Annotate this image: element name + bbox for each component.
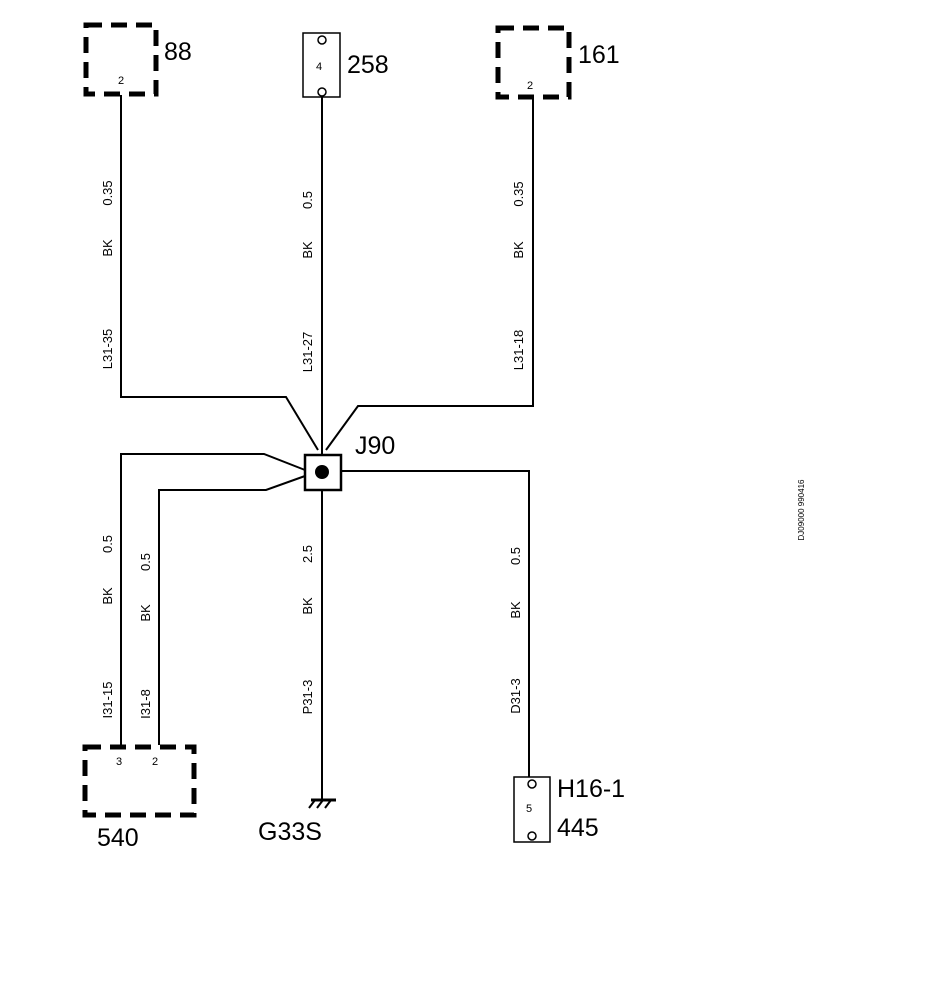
connector-258[interactable]: 4 258 xyxy=(302,32,389,98)
connector-88-label: 88 xyxy=(164,38,192,66)
connector-540-pin-3: 3 xyxy=(116,756,122,768)
connector-161-label: 161 xyxy=(578,41,620,69)
connector-445-pin: 5 xyxy=(526,803,532,815)
wire-i31-8[interactable] xyxy=(158,475,306,745)
terminal-circle xyxy=(527,779,537,789)
wire-color-label: BK xyxy=(100,587,115,605)
wire-size-label: 0.5 xyxy=(300,191,315,209)
wire-color-label: BK xyxy=(508,601,523,619)
connector-88-pin: 2 xyxy=(118,75,124,87)
wire-labels: 0.35 BK L31-35 0.5 BK L31-27 0.35 BK L31… xyxy=(100,180,526,718)
terminal-circle xyxy=(317,35,327,45)
connector-161-box xyxy=(495,25,572,100)
wire-size-label: 2.5 xyxy=(300,545,315,563)
connector-445[interactable]: 5 H16-1 445 xyxy=(513,775,625,843)
connector-88[interactable]: 2 88 xyxy=(83,22,192,97)
wire-id-label: L31-27 xyxy=(300,332,315,372)
wire-id-label: L31-18 xyxy=(511,330,526,370)
connector-445-sublabel: H16-1 xyxy=(557,775,625,803)
ground-hatch xyxy=(308,799,316,809)
wire-size-label: 0.35 xyxy=(511,181,526,206)
ground-hatch xyxy=(324,799,332,809)
wire-l31-18[interactable] xyxy=(325,97,534,451)
wire-l31-35[interactable] xyxy=(120,95,319,451)
ground-label: G33S xyxy=(258,818,322,846)
wire-i31-15[interactable] xyxy=(120,453,306,745)
connector-540-box xyxy=(82,744,197,818)
wire-color-label: BK xyxy=(511,241,526,259)
wire-id-label: I31-15 xyxy=(100,682,115,719)
connector-258-pin: 4 xyxy=(316,61,322,73)
wire-color-label: BK xyxy=(100,239,115,257)
wire-id-label: D31-3 xyxy=(508,678,523,713)
wire-size-label: 0.5 xyxy=(138,553,153,571)
wire-size-label: 0.5 xyxy=(100,535,115,553)
wire-color-label: BK xyxy=(300,597,315,615)
connector-161[interactable]: 2 161 xyxy=(495,25,620,100)
connector-540[interactable]: 3 2 540 xyxy=(82,744,197,852)
connector-88-box xyxy=(83,22,159,97)
wire-size-label: 0.35 xyxy=(100,180,115,205)
wire-id-label: P31-3 xyxy=(300,680,315,715)
splice-label: J90 xyxy=(355,432,395,460)
drawing-code: DJ09000 990416 xyxy=(797,479,806,540)
connector-540-pin-2: 2 xyxy=(152,756,158,768)
wire-color-label: BK xyxy=(300,241,315,259)
wire-d31-3[interactable] xyxy=(341,470,530,778)
connector-258-label: 258 xyxy=(347,51,389,79)
ground-g33s[interactable]: G33S xyxy=(258,798,336,846)
connector-161-pin: 2 xyxy=(527,80,533,92)
wires xyxy=(120,95,534,800)
wire-color-label: BK xyxy=(138,604,153,622)
terminal-circle xyxy=(317,87,327,97)
ground-hatch xyxy=(316,799,324,809)
splice-dot xyxy=(315,465,329,479)
connector-445-label: 445 xyxy=(557,814,599,842)
connector-540-label: 540 xyxy=(97,824,139,852)
wire-id-label: I31-8 xyxy=(138,689,153,719)
wire-id-label: L31-35 xyxy=(100,329,115,369)
splice-j90[interactable]: J90 xyxy=(303,432,395,492)
terminal-circle xyxy=(527,831,537,841)
wire-size-label: 0.5 xyxy=(508,547,523,565)
